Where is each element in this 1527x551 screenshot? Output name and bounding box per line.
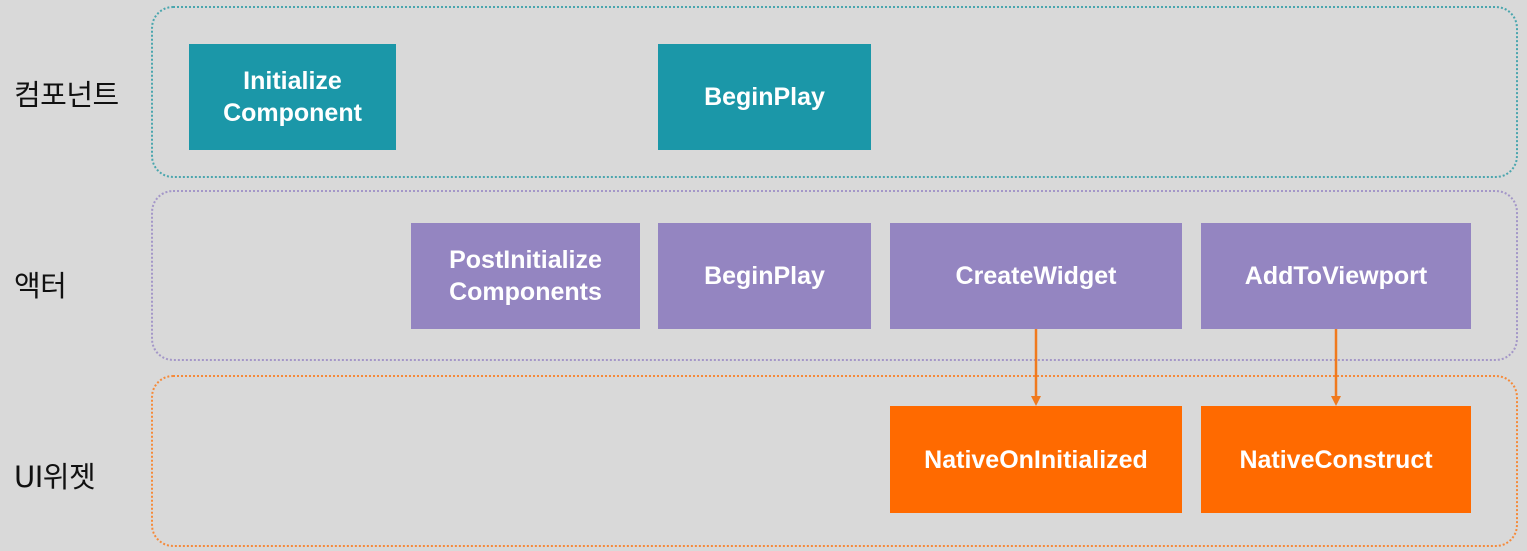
- component-begin-play-box: BeginPlay: [658, 44, 871, 150]
- native-on-initialized-box: NativeOnInitialized: [890, 406, 1182, 513]
- row-label-ui-widget: UI위젯: [14, 460, 96, 494]
- component-lane: [151, 6, 1518, 178]
- add-to-viewport-box: AddToViewport: [1201, 223, 1471, 329]
- initialize-component-box: Initialize Component: [189, 44, 396, 150]
- post-initialize-components-box: PostInitialize Components: [411, 223, 640, 329]
- create-widget-box: CreateWidget: [890, 223, 1182, 329]
- actor-begin-play-box: BeginPlay: [658, 223, 871, 329]
- row-label-actor: 액터: [14, 269, 67, 303]
- ui-widget-lane: [151, 375, 1518, 547]
- row-label-component: 컴포넌트: [14, 78, 119, 112]
- actor-lane: [151, 190, 1518, 361]
- native-construct-box: NativeConstruct: [1201, 406, 1471, 513]
